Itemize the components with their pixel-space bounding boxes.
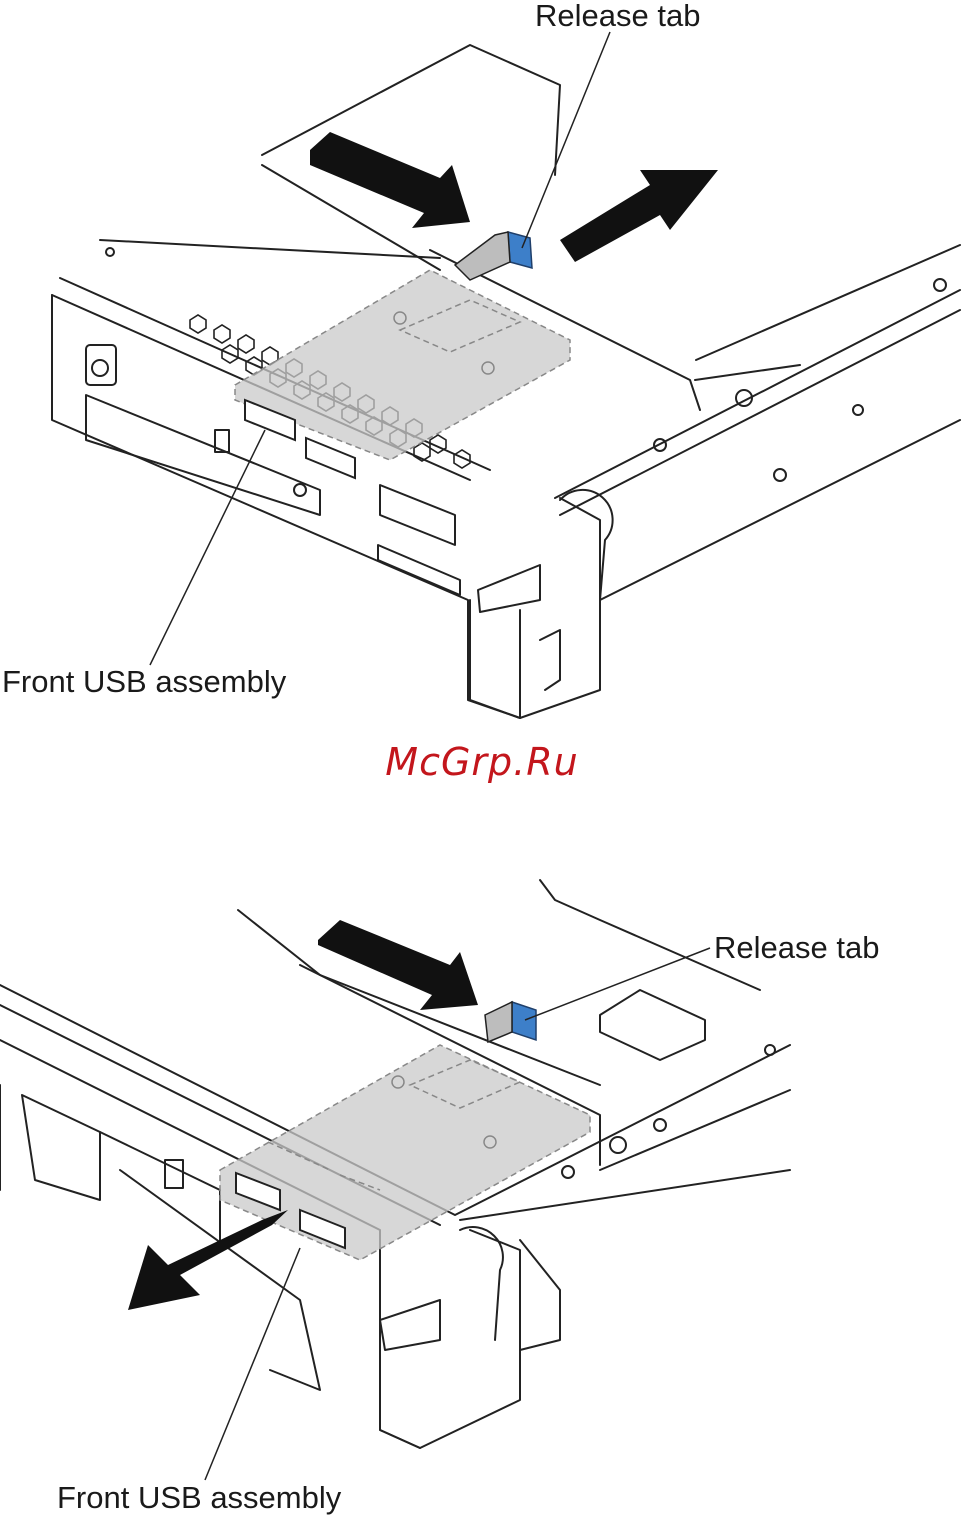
rack-handle xyxy=(470,498,600,718)
release-tab[interactable] xyxy=(508,232,532,268)
usb-assembly-label-1: Front USB assembly xyxy=(2,666,286,697)
usb-assembly-ghost-2 xyxy=(220,1045,590,1260)
watermark: McGrp.Ru xyxy=(0,740,964,784)
slide-arrow-1 xyxy=(560,170,718,262)
vga-connector xyxy=(380,485,455,545)
release-tab-label-2: Release tab xyxy=(714,932,879,963)
push-arrow-2 xyxy=(318,920,478,1010)
figure-2-drawing xyxy=(0,870,964,1518)
figure-1-usb-assembly-removal: Release tab Front USB assembly xyxy=(0,0,964,740)
figure-2-usb-assembly-removal: Release tab Front USB assembly xyxy=(0,870,964,1518)
release-tab-leader-1 xyxy=(522,32,610,248)
usb-assembly-ghost xyxy=(235,270,570,478)
release-tab-2[interactable] xyxy=(512,1002,536,1040)
release-tab-label-1: Release tab xyxy=(535,0,700,31)
power-button-recess xyxy=(86,345,116,385)
drive-bay-left xyxy=(22,1095,100,1200)
figure-1-drawing xyxy=(0,0,964,740)
pull-arrow-2 xyxy=(128,1210,288,1310)
power-button-icon xyxy=(92,360,108,376)
push-arrow-1 xyxy=(310,132,470,228)
cable-clip xyxy=(600,990,705,1060)
rack-handle-2 xyxy=(380,1230,520,1448)
usb-assembly-leader-2 xyxy=(205,1248,300,1480)
usb-assembly-label-2: Front USB assembly xyxy=(57,1482,341,1513)
